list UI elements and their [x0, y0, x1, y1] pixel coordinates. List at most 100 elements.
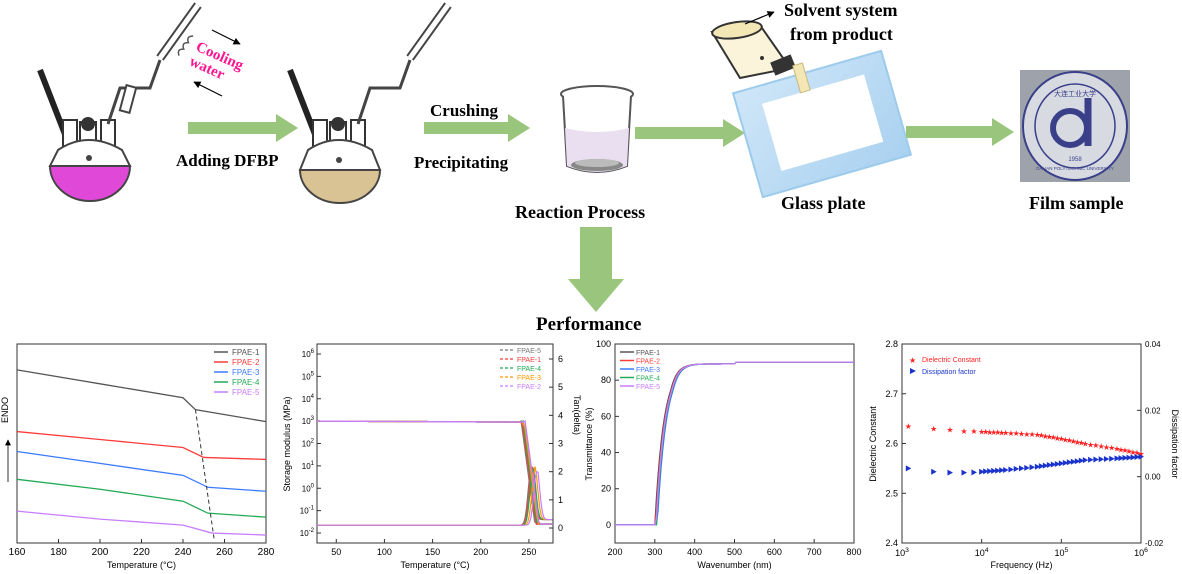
- dielectric-point: ★: [1054, 434, 1061, 443]
- dielectric-point: ★: [986, 428, 993, 437]
- dissipation-point: [1122, 454, 1129, 461]
- dielectric-point: ★: [1050, 433, 1057, 442]
- dissipation-point: [1066, 459, 1073, 466]
- y-tick-label: 105: [302, 371, 315, 381]
- x-tick-label: 104: [975, 547, 989, 558]
- dielectric-point: ★: [1007, 429, 1014, 438]
- series-line-FPAE-3: [16, 450, 267, 492]
- y-tick-label: 10-1: [300, 506, 315, 516]
- dissipation-point: [1078, 457, 1085, 464]
- x-tick-label: 280: [258, 547, 275, 558]
- dissipation-point: [1109, 455, 1115, 462]
- y-tick-label: 2.4: [885, 538, 898, 548]
- dielectric-point: ★: [994, 428, 1001, 437]
- tan-delta-line-FPAE-3: [317, 466, 553, 526]
- legend-label: FPAE-3: [517, 375, 541, 382]
- dielectric-point: ★: [1034, 431, 1041, 440]
- dielectric-point: ★: [930, 425, 937, 434]
- legend-label: FPAE-4: [636, 376, 660, 383]
- legend-label: FPAE-4: [232, 378, 260, 387]
- dissipation-point: [1103, 455, 1110, 462]
- tan-delta-line-FPAE-5: [317, 470, 553, 526]
- glass-plate-label: Glass plate: [781, 193, 866, 213]
- film-sample: 大连工业大学 1958 DALIAN POLYTECHNIC UNIVERSIT…: [1020, 70, 1130, 182]
- y-axis-label: Transmittance (%): [584, 407, 594, 480]
- dielectric-point: ★: [1066, 436, 1073, 445]
- dielectric-point: ★: [990, 428, 997, 437]
- dielectric-point: ★: [1125, 447, 1132, 456]
- dissipation-point: [1042, 462, 1049, 469]
- series-line-FPAE-4: [16, 478, 267, 518]
- x-tick-label: 300: [647, 547, 662, 557]
- y-tick-label: 103: [302, 416, 315, 426]
- x-tick-label: 600: [767, 547, 782, 557]
- dissipation-point: [931, 468, 937, 475]
- x-tick-label: 800: [846, 547, 861, 557]
- y2-tick-label: 4: [558, 410, 563, 420]
- legend-label: FPAE-5: [232, 388, 260, 397]
- reaction-process-label: Reaction Process: [515, 202, 645, 222]
- dissipation-point: [999, 467, 1005, 474]
- dissipation-point: [983, 468, 989, 475]
- logo-text-cn: 大连工业大学: [1054, 89, 1096, 98]
- logo-text-en: DALIAN POLYTECHNIC UNIVERSITY: [1036, 166, 1113, 171]
- y2-tick-label: 6: [558, 354, 563, 364]
- dissipation-point: [1088, 456, 1094, 463]
- y2-tick-label: 0.02: [1145, 406, 1161, 415]
- y2-tick-label: 2: [558, 467, 563, 477]
- dissipation-point: [1054, 460, 1061, 467]
- y-axis-label: Dielectric Constant: [868, 406, 878, 482]
- dissipation-point: [1114, 455, 1121, 462]
- x-tick-label: 200: [607, 547, 622, 557]
- legend-label: FPAE-2: [517, 384, 541, 391]
- crushing-label: Crushing: [430, 101, 499, 120]
- dissipation-point: [1058, 460, 1065, 467]
- glass-plate: [731, 49, 913, 199]
- modulus-line-FPAE-2: [316, 420, 553, 525]
- dielectric-point: ★: [1013, 429, 1020, 438]
- y-tick-label: 0: [606, 520, 611, 530]
- y-axis-label: Storage modulus (MPa): [282, 396, 292, 491]
- dissipation-point: [995, 467, 1001, 474]
- dielectric-point: ★: [1137, 449, 1144, 458]
- dielectric-point: ★: [982, 428, 989, 437]
- y-tick-label: 2.6: [885, 439, 898, 449]
- dielectric-point: ★: [1074, 438, 1081, 447]
- dissipation-point: [1013, 465, 1020, 472]
- reaction-flask-1: [37, 2, 202, 202]
- dielectric-point: ★: [1113, 444, 1120, 453]
- legend-label: FPAE-1: [232, 348, 260, 357]
- x-tick-label: 100: [377, 547, 392, 557]
- dielectric-point: ★: [1087, 440, 1094, 449]
- dielectric-point: ★: [960, 427, 967, 436]
- legend-label: Dielectric Constant: [922, 357, 981, 364]
- y2-axis-label: Dissipation factor: [1170, 409, 1180, 478]
- dissipation-point: [1098, 456, 1105, 463]
- dissipation-point: [905, 465, 912, 472]
- y-axis-label: ENDO: [0, 397, 10, 423]
- dielectric-point: ★: [1062, 435, 1069, 444]
- dissipation-point: [1046, 462, 1053, 469]
- dissipation-point: [1062, 459, 1069, 466]
- from-product-label: from product: [790, 24, 893, 44]
- dissipation-point: [1029, 464, 1036, 471]
- tan-delta-line-FPAE-4: [317, 466, 553, 526]
- x-tick-label: 240: [175, 547, 192, 558]
- x-axis-label: Frequency (Hz): [990, 560, 1052, 570]
- y-tick-label: 2.8: [885, 339, 898, 349]
- y2-tick-label: -0.02: [1145, 539, 1164, 548]
- dissipation-point: [1070, 458, 1077, 465]
- dielectric-point: ★: [978, 428, 985, 437]
- dielectric-point: ★: [1078, 439, 1085, 448]
- legend-label: Dissipation factor: [922, 369, 976, 376]
- dielectric-point: ★: [1121, 446, 1128, 455]
- legend-label: FPAE-5: [517, 348, 541, 355]
- dissipation-point: [971, 469, 977, 476]
- x-tick-label: 220: [133, 547, 150, 558]
- modulus-line-FPAE-1: [316, 420, 553, 525]
- x-tick-label: 150: [425, 547, 440, 557]
- x-tick-label: 103: [895, 547, 909, 558]
- dissipation-point: [987, 468, 993, 475]
